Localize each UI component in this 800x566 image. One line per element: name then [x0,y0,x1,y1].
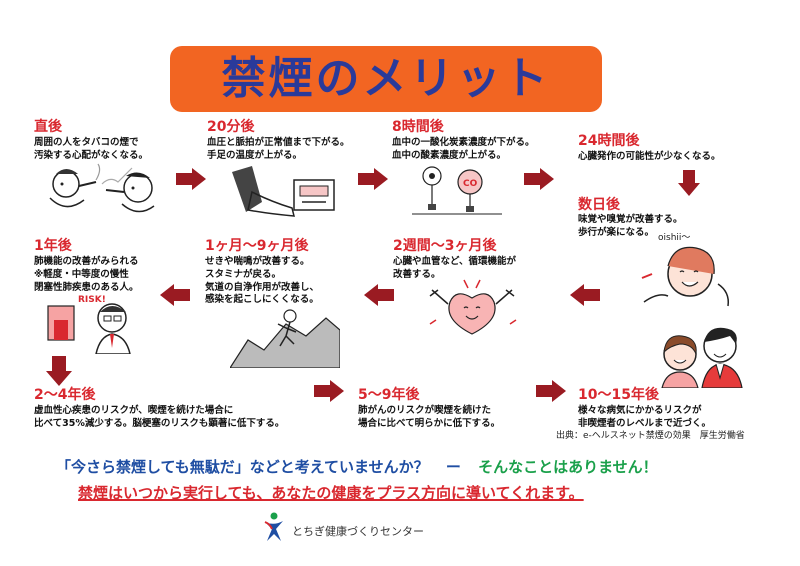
stage-2-4years-desc: 虚血性心疾患のリスクが、喫煙を続けた場合に 比べて35%減少する。脳梗塞のリスク… [34,405,285,429]
oishii-label: oishii～ [658,233,690,243]
message-dash: ー [445,458,461,476]
eating-woman-illustration: oishii～ [634,226,738,312]
organization-logo-icon [262,512,286,546]
title-banner: 禁煙のメリット [170,46,602,112]
arrow-right-icon [358,168,388,190]
co-label: CO [463,179,478,189]
stage-2weeks-desc: 心臓や血管など、循環機能が 改善する。 [393,256,517,280]
source-citation: 出典：e-ヘルスネット禁煙の効果 厚生労働省 [556,431,745,441]
arrow-down-icon [46,356,72,386]
blood-pressure-illustration [222,162,342,222]
stage-10-15years-desc: 様々な病気にかかるリスクが 非喫煙者のレベルまで近づく。 [578,405,712,429]
climbing-man-illustration [230,306,340,368]
stage-1month-desc: せきや喘鳴が改善する。 スタミナが戻る。 気道の自浄作用が改善し、 感染を起こし… [205,256,320,306]
stage-1month-title: 1ヶ月～9ヶ月後 [205,238,309,254]
stage-8hours-title: 8時間後 [392,119,444,135]
stage-2weeks-title: 2週間～3ヶ月後 [393,238,497,254]
risk-label: RISK! [78,295,106,305]
stage-24hours-title: 24時間後 [578,133,640,149]
stage-10-15years-title: 10～15年後 [578,387,659,403]
stage-20min-desc: 血圧と脈拍が正常値まで下がる。 手足の温度が上がる。 [207,137,350,161]
arrow-right-icon [524,168,554,190]
heart-character-illustration [424,276,520,340]
stage-immediate-desc: 周囲の人をタバコの煙で 汚染する心配がなくなる。 [34,137,149,161]
smokers-illustration [40,162,160,218]
risk-chart-man-illustration: RISK! [44,290,144,354]
stage-immediate-title: 直後 [34,119,62,135]
couple-illustration [646,324,752,388]
stage-8hours-desc: 血中の一酸化炭素濃度が下がる。 血中の酸素濃度が上がる。 [392,137,535,161]
question-text: 「今さら禁煙しても無駄だ」などと考えていませんか？ [56,458,429,476]
message-line-1: 「今さら禁煙しても無駄だ」などと考えていませんか？ ー そんなことはありません！ [56,456,658,477]
arrow-down-icon [678,170,700,196]
stage-20min-title: 20分後 [207,119,255,135]
stage-1year-title: 1年後 [34,238,72,254]
arrow-right-icon [314,380,344,402]
stage-5-9years-desc: 肺がんのリスクが喫煙を続けた 場合に比べて明らかに低下する。 [358,405,501,429]
co-balloon-illustration: CO [412,160,502,218]
answer-text: そんなことはありません！ [478,458,658,476]
arrow-left-icon [160,284,190,306]
stage-24hours-desc: 心臓発作の可能性が少なくなる。 [578,151,721,162]
page-title: 禁煙のメリット [221,53,551,104]
stage-2-4years-title: 2～4年後 [34,387,96,403]
arrow-right-icon [536,380,566,402]
conclusion-text: 禁煙はいつから実行しても、あなたの健康をプラス方向に導いてくれます。 [78,484,584,502]
organization-name: とちぎ健康づくりセンター [292,525,424,538]
stage-1year-desc: 肺機能の改善がみられる ※軽度・中等度の慢性 閉塞性肺疾患のある人。 [34,256,139,293]
stage-days-title: 数日後 [578,197,620,213]
stage-days-desc: 味覚や嗅覚が改善する。 歩行が楽になる。 [578,214,683,238]
stage-5-9years-title: 5～9年後 [358,387,420,403]
arrow-left-icon [364,284,394,306]
arrow-left-icon [570,284,600,306]
arrow-right-icon [176,168,206,190]
